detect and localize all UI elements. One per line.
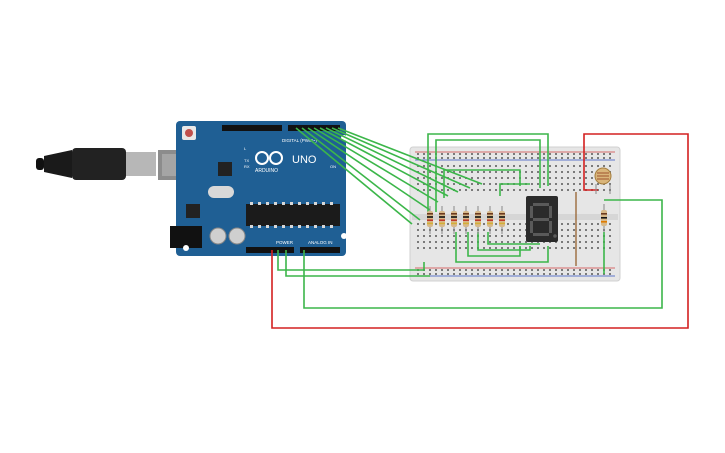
resistor-3[interactable]: [451, 206, 457, 234]
power-header[interactable]: [246, 247, 294, 253]
pulldown-resistor[interactable]: [601, 204, 607, 232]
power-jack: [170, 226, 202, 248]
digital-label: DIGITAL (PWM~): [282, 138, 317, 143]
resistors[interactable]: [427, 206, 505, 234]
analog-header[interactable]: [300, 247, 340, 253]
power-label: POWER: [276, 240, 294, 245]
tx-label: TX: [244, 158, 249, 163]
capacitor-2: [228, 227, 246, 245]
photoresistor[interactable]: [594, 167, 612, 194]
usb-cable[interactable]: [36, 148, 198, 180]
on-label: ON: [330, 164, 336, 169]
resistor-7[interactable]: [499, 206, 505, 234]
resistor-2[interactable]: [439, 206, 445, 234]
seven-segment-display[interactable]: [526, 196, 558, 242]
board-brand: ARDUINO: [255, 168, 278, 174]
regulator: [186, 204, 200, 218]
arduino-uno-board[interactable]: UNO ARDUINO DIGITAL (PWM~) POWER ANALOG …: [170, 121, 347, 256]
green-wires[interactable]: [277, 127, 663, 309]
resistor-1[interactable]: [427, 206, 433, 234]
arduino-logo: [255, 151, 283, 165]
analog-label: ANALOG IN: [308, 240, 333, 245]
l-label: L: [244, 146, 247, 151]
rx-label: RX: [244, 164, 250, 169]
resistor-5[interactable]: [475, 206, 481, 234]
crystal: [208, 186, 234, 198]
red-wire[interactable]: [271, 133, 689, 329]
atmega-chip: [246, 204, 340, 226]
resistor-6[interactable]: [487, 206, 493, 234]
usb-chip: [218, 162, 232, 176]
capacitor-1: [209, 227, 227, 245]
resistor-4[interactable]: [463, 206, 469, 234]
board-name: UNO: [292, 154, 317, 166]
digital-header-1[interactable]: [222, 125, 282, 131]
